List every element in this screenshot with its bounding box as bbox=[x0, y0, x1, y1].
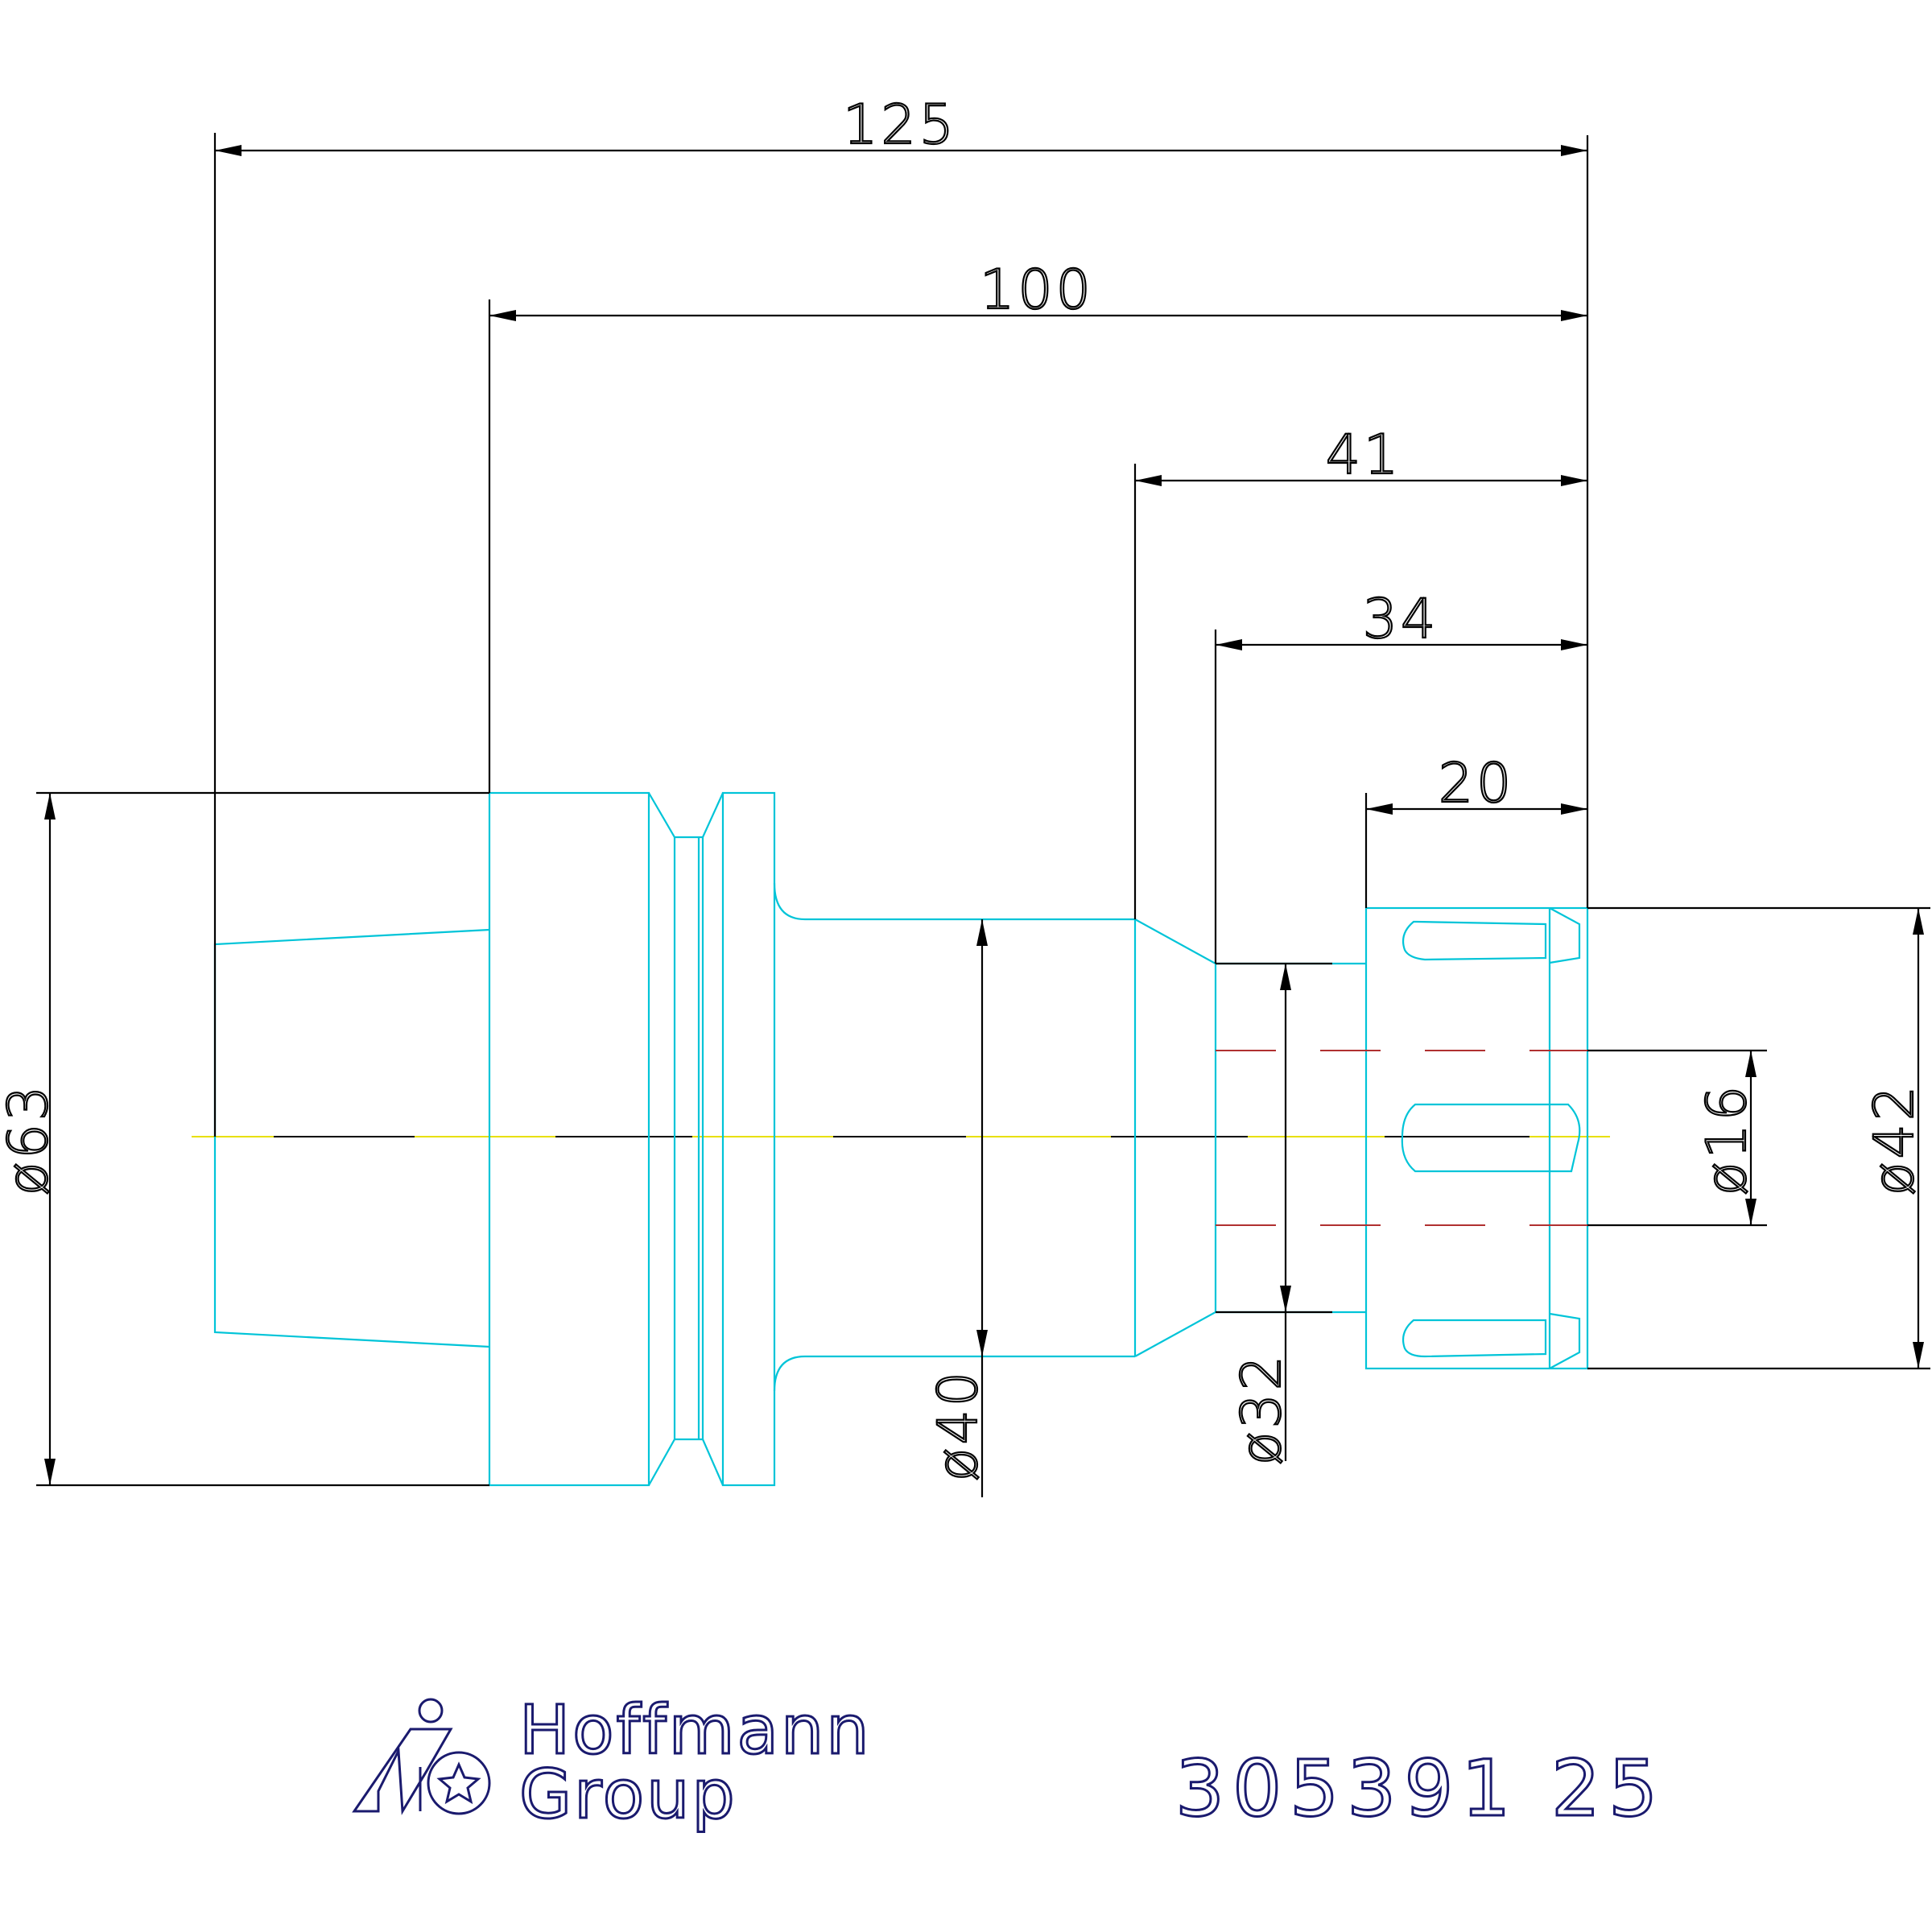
dimension-dia-42: ø42 bbox=[1862, 908, 1927, 1368]
dim-label-100: 100 bbox=[980, 258, 1094, 322]
dim-label-dia-32: ø32 bbox=[1230, 1352, 1294, 1465]
logo-mark-icon bbox=[352, 1698, 491, 1815]
dim-label-dia-42: ø42 bbox=[1863, 1083, 1926, 1195]
dimension-dia-32: ø32 bbox=[1229, 964, 1294, 1466]
dimension-20: 20 bbox=[1366, 751, 1587, 816]
dimension-dia-40: ø40 bbox=[926, 919, 991, 1497]
hoffmann-group-logo: Hoffmann Group bbox=[352, 1690, 871, 1835]
dim-label-34: 34 bbox=[1363, 588, 1439, 651]
dim-label-20: 20 bbox=[1439, 752, 1515, 815]
dimension-100: 100 bbox=[489, 258, 1587, 323]
extension-lines bbox=[36, 133, 1930, 1487]
tool-holder-outline bbox=[213, 791, 1589, 1487]
logo-line-1: Hoffmann bbox=[519, 1690, 871, 1769]
dim-label-dia-63: ø63 bbox=[0, 1083, 60, 1195]
dim-label-dia-16: ø16 bbox=[1695, 1083, 1759, 1195]
dimension-34: 34 bbox=[1216, 587, 1587, 652]
logo-line-2: Group bbox=[519, 1755, 737, 1834]
part-number: 305391 25 bbox=[1175, 1744, 1666, 1834]
dimension-125: 125 bbox=[215, 93, 1587, 158]
dim-label-dia-40: ø40 bbox=[927, 1368, 990, 1481]
dimension-dia-16: ø16 bbox=[1695, 1051, 1760, 1225]
dimension-41: 41 bbox=[1135, 423, 1587, 488]
dim-label-125: 125 bbox=[843, 93, 957, 157]
dimension-dia-63: ø63 bbox=[0, 793, 61, 1485]
dim-label-41: 41 bbox=[1326, 423, 1402, 487]
